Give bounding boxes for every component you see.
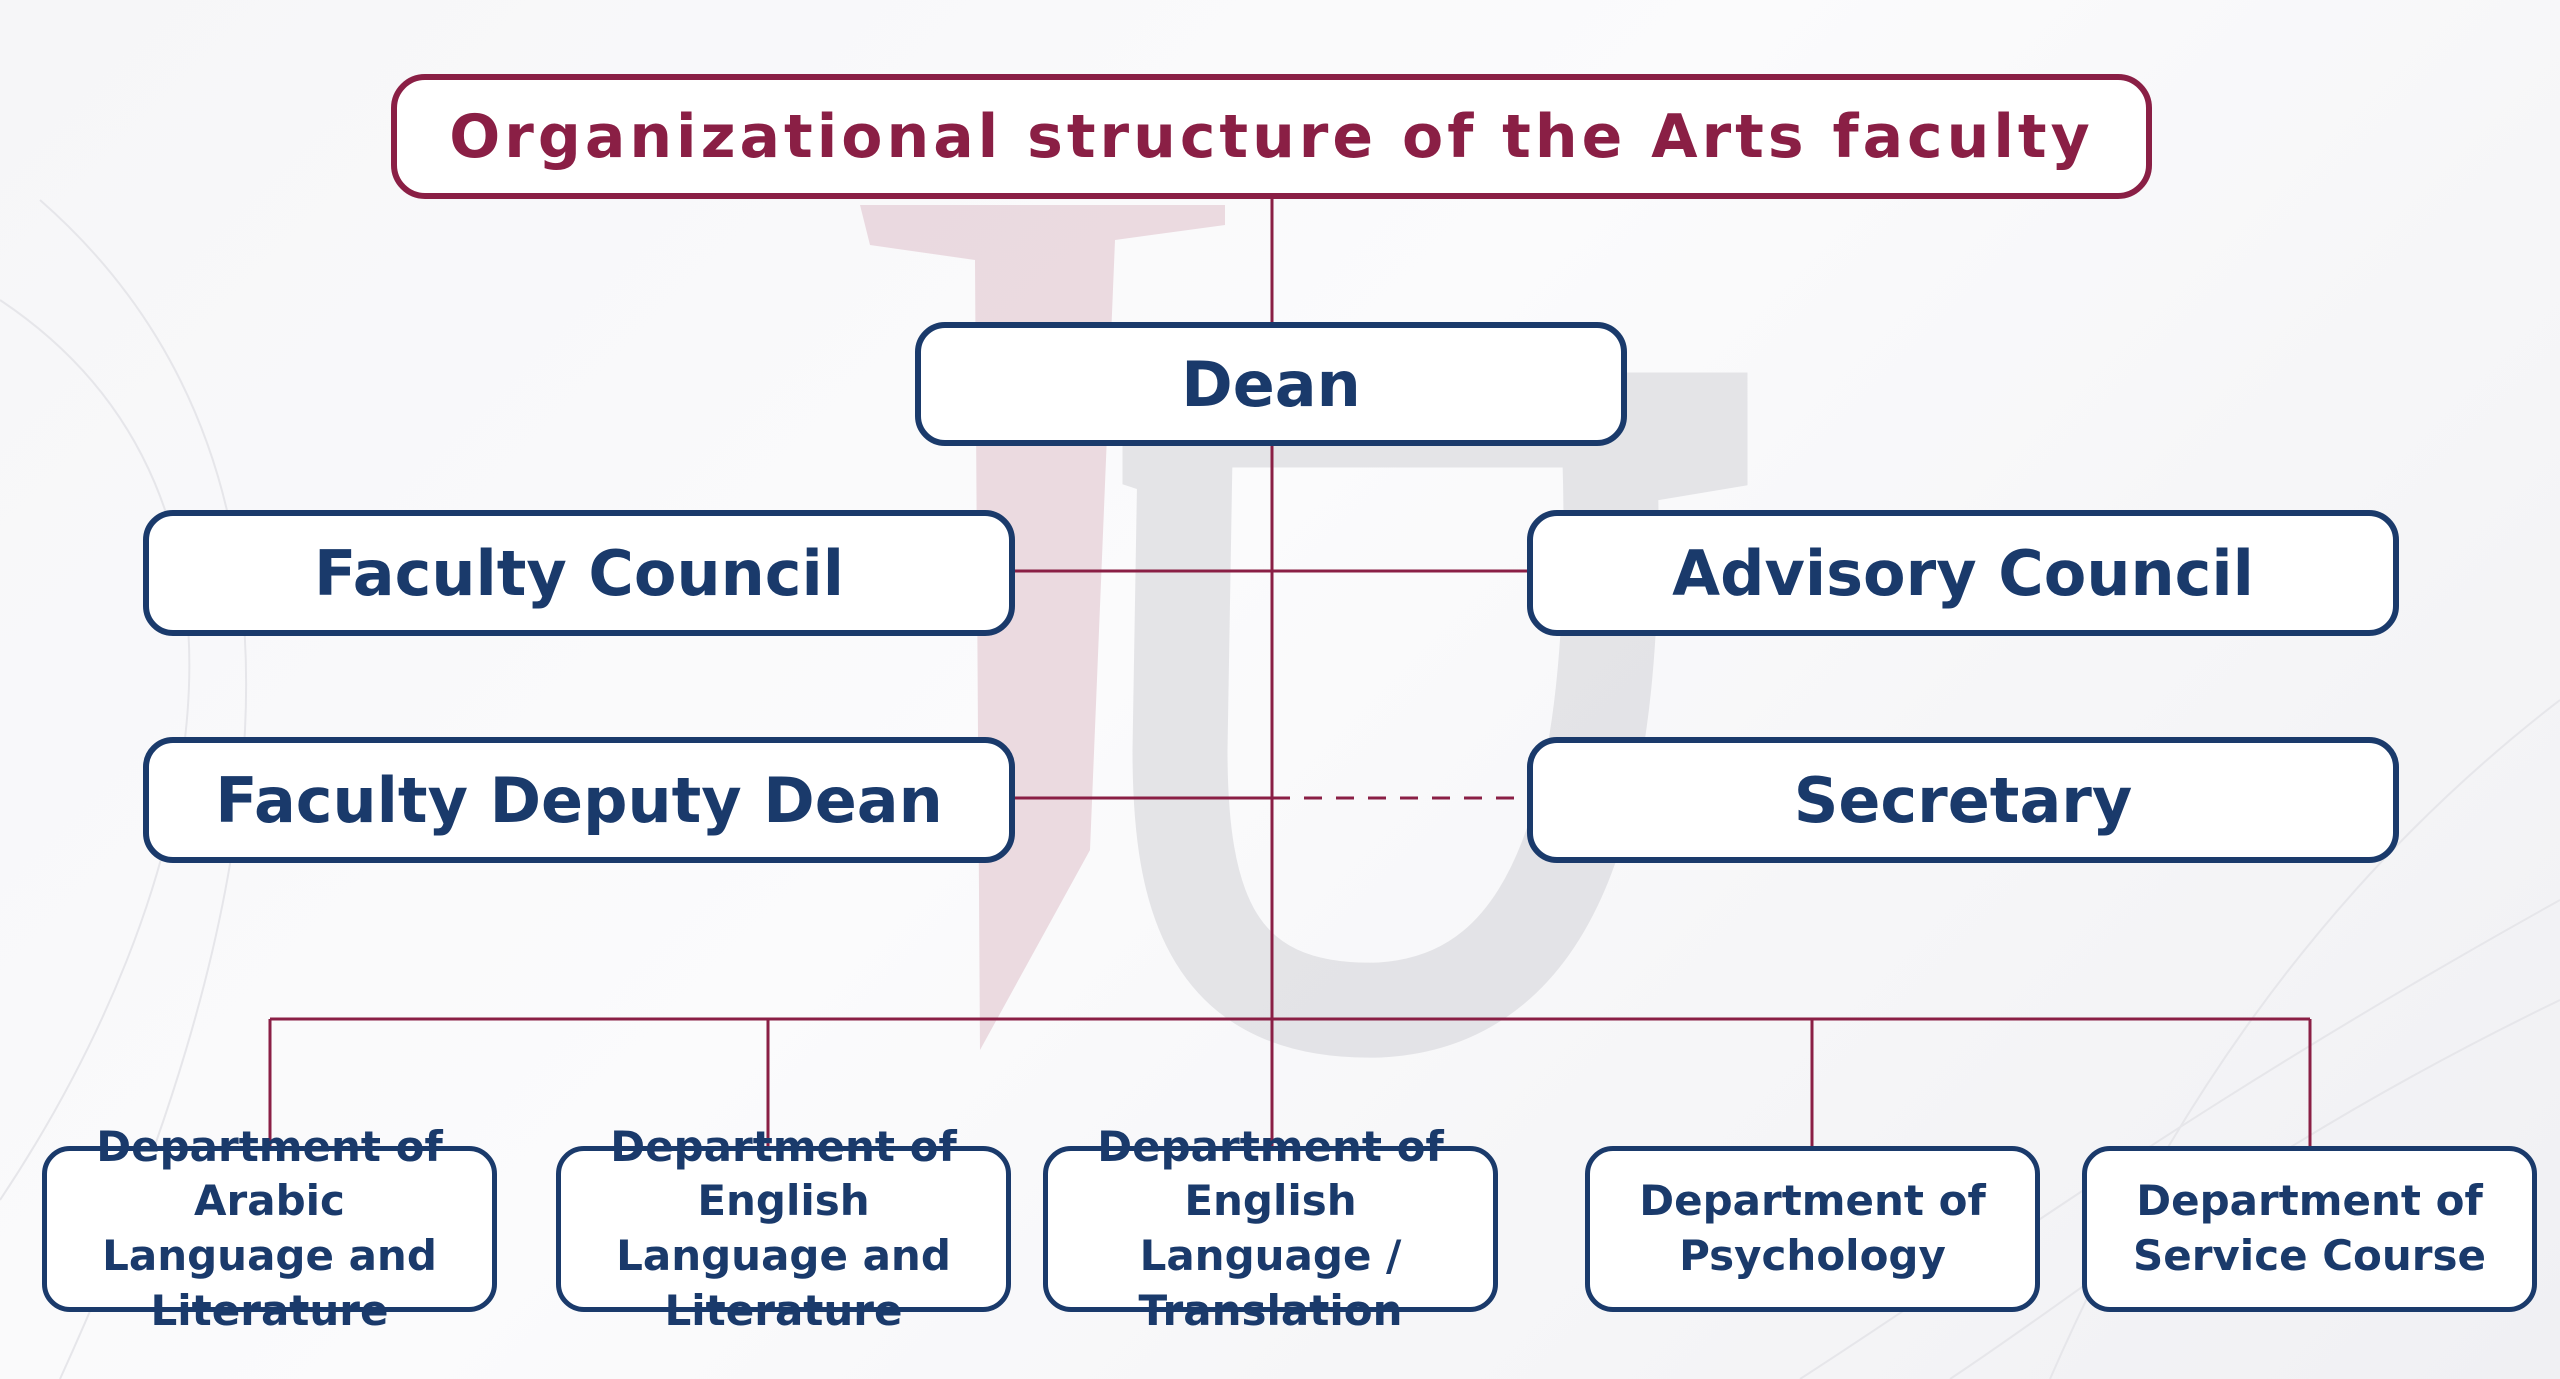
secretary-node: Secretary	[1527, 737, 2399, 863]
advisory-council-node: Advisory Council	[1527, 510, 2399, 636]
department-node-english-literature: Department of English Language and Liter…	[556, 1122, 1011, 1335]
chart-title: Organizational structure of the Arts fac…	[391, 74, 2152, 199]
chart-title-text: Organizational structure of the Arts fac…	[449, 101, 2094, 172]
department-label: Department of English Language / Transla…	[1097, 1121, 1444, 1335]
department-node-arabic: Department of Arabic Language and Litera…	[42, 1122, 497, 1335]
watermark-logo	[860, 205, 1748, 1058]
dean-label: Dean	[1181, 347, 1361, 421]
faculty-council-node: Faculty Council	[143, 510, 1015, 636]
department-label: Department of Service Course	[2132, 1176, 2486, 1280]
department-label: Department of English Language and Liter…	[610, 1121, 957, 1335]
department-node-psychology: Department of Psychology	[1585, 1146, 2040, 1312]
department-label: Department of Arabic Language and Litera…	[96, 1121, 443, 1335]
deputy-dean-node: Faculty Deputy Dean	[143, 737, 1015, 863]
department-node-english-translation: Department of English Language / Transla…	[1043, 1122, 1498, 1335]
deputy-dean-label: Faculty Deputy Dean	[215, 763, 943, 837]
faculty-council-label: Faculty Council	[314, 536, 844, 610]
advisory-council-label: Advisory Council	[1672, 536, 2254, 610]
department-label: Department of Psychology	[1639, 1176, 1986, 1280]
connectors	[268, 199, 2312, 1148]
department-node-service-course: Department of Service Course	[2082, 1146, 2537, 1312]
dean-node: Dean	[915, 322, 1627, 446]
secretary-label: Secretary	[1793, 763, 2133, 837]
